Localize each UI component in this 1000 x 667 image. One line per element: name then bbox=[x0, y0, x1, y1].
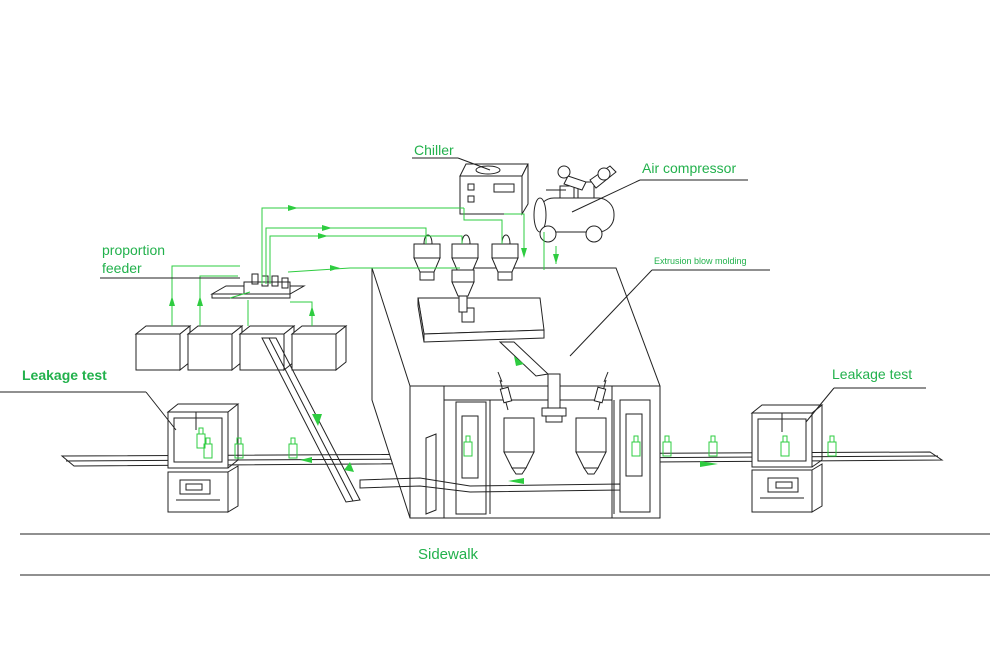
air-compressor-unit bbox=[533, 165, 617, 243]
bottle bbox=[662, 435, 672, 457]
arrow-right-4 bbox=[330, 265, 340, 271]
arrow-up-2 bbox=[197, 296, 203, 306]
chiller-label: Chiller bbox=[414, 142, 454, 158]
return-conveyor bbox=[261, 337, 361, 503]
bottle bbox=[463, 435, 473, 457]
arrow-conveyor-left-2 bbox=[508, 478, 524, 484]
mold-left bbox=[503, 417, 535, 453]
arrow-conveyor-left-1 bbox=[300, 457, 312, 463]
bottle bbox=[780, 435, 790, 457]
material-boxes bbox=[134, 324, 348, 372]
proportion-feeder-label-line1: proportion bbox=[102, 242, 165, 258]
control-display-right bbox=[767, 477, 799, 493]
arrow-down-1 bbox=[521, 248, 527, 258]
arrow-return-up bbox=[344, 462, 354, 472]
air-compressor-label: Air compressor bbox=[642, 160, 736, 176]
arrow-diag-down bbox=[514, 356, 524, 366]
bottle bbox=[631, 435, 641, 457]
piping bbox=[171, 207, 557, 326]
extrusion-blow-molding-machine bbox=[359, 267, 661, 519]
arrow-right-1 bbox=[288, 205, 298, 211]
leakage-test-right-label: Leakage test bbox=[832, 366, 912, 382]
control-display-left bbox=[179, 479, 211, 495]
bottles bbox=[196, 427, 837, 459]
chiller-display bbox=[493, 183, 515, 193]
material-box-1 bbox=[134, 324, 192, 372]
bottle bbox=[196, 427, 206, 449]
chiller-unit bbox=[459, 163, 529, 216]
bottle bbox=[708, 435, 718, 457]
leakage-test-machine-left bbox=[166, 403, 240, 513]
flow-arrows bbox=[169, 205, 718, 484]
die-head bbox=[547, 373, 561, 409]
mold-right bbox=[575, 417, 607, 453]
hopper-3 bbox=[491, 234, 519, 281]
leakage-test-left-label: Leakage test bbox=[22, 367, 107, 383]
proportion-feeder-label-line2: feeder bbox=[102, 260, 142, 276]
proportion-feeder-unit bbox=[210, 273, 306, 299]
bottle bbox=[288, 437, 298, 459]
arrow-right-3 bbox=[318, 233, 328, 239]
arrow-right-2 bbox=[322, 225, 332, 231]
arrow-down-2 bbox=[553, 254, 559, 264]
bottle bbox=[234, 437, 244, 459]
material-box-4 bbox=[290, 324, 348, 372]
arrow-up-3 bbox=[309, 306, 315, 316]
leader-lines bbox=[0, 157, 926, 431]
hopper-center bbox=[451, 269, 475, 313]
leakage-test-machine-right bbox=[750, 404, 824, 513]
bottle bbox=[827, 435, 837, 457]
arrow-up-1 bbox=[169, 296, 175, 306]
arrow-diag-return bbox=[312, 414, 322, 426]
extrusion-blow-molding-label: Extrusion blow molding bbox=[654, 256, 747, 266]
bottle bbox=[203, 437, 213, 459]
material-box-2 bbox=[186, 324, 244, 372]
arrow-conveyor-right bbox=[700, 461, 718, 467]
sidewalk-label: Sidewalk bbox=[418, 546, 479, 563]
